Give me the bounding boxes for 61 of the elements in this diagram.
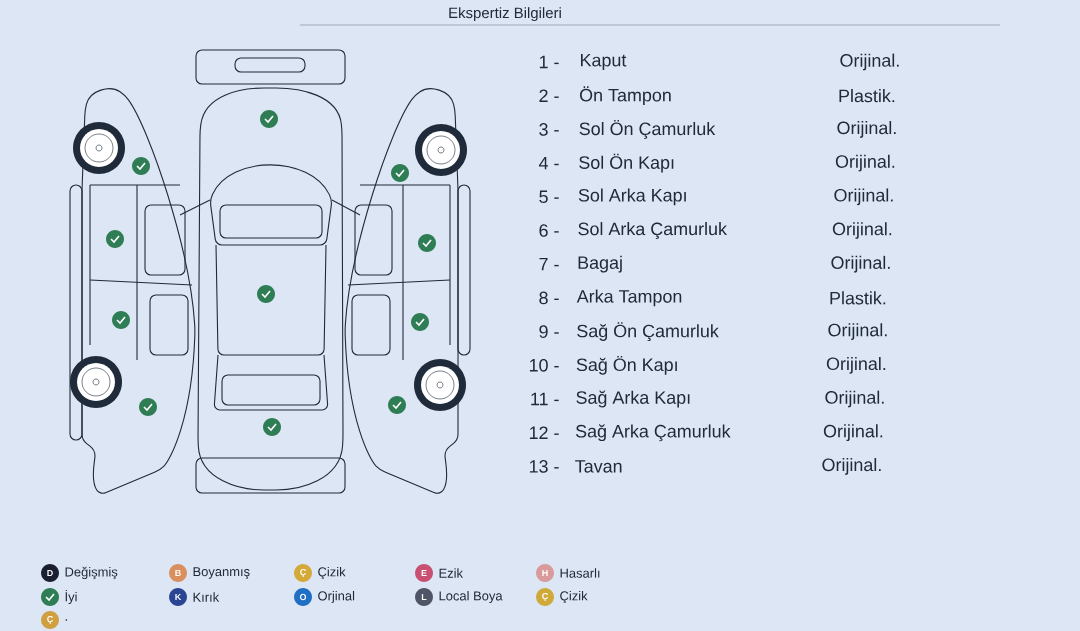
legend-badge: L [415,588,433,606]
legend-label: Çizik [318,566,346,580]
row-number: 10 - [529,358,559,372]
part-name: Kaput [581,53,627,70]
part-name: Ön Tampon [579,86,671,106]
legend-badge: K [169,588,187,606]
part-name: Sol Arka Kapı [578,188,686,206]
part-name: Sağ Ön Kapı [576,355,677,375]
legend-label: Kırık [193,592,220,602]
part-status: Orijinal. [837,121,896,138]
row-number: 7 - [539,258,559,271]
legend-label: Local Boya [439,590,503,604]
row-number: 9 - [539,325,559,338]
legend-label: İyi [65,590,77,604]
part-status: Orijinal. [822,458,881,475]
legend-label: Boyanmış [193,567,250,579]
legend-label: Ezik [439,568,463,578]
legend-badge: E [415,564,433,582]
legend-label: Çizik [560,590,588,604]
legend-label: Değişmiş [65,566,118,580]
legend-label: . [65,619,67,621]
legend-badge: H [536,564,554,582]
legend-badge: Ç [536,588,554,606]
row-number: 13 - [529,460,559,473]
part-status: Orijinal. [828,323,887,340]
part-status: Plastik. [839,89,895,103]
part-status: Orijinal. [832,222,892,239]
part-status: Orijinal. [826,356,886,374]
page-title: Ekspertiz Bilgileri [449,7,561,22]
part-name: Arka Tampon [576,289,682,307]
part-status: Orijinal. [825,390,884,408]
part-name: Tavan [575,460,622,473]
part-name: Bagaj [578,255,622,273]
part-name: Sol Ön Kapı [579,153,674,173]
part-status: Plastik. [830,291,886,305]
row-number: 1 - [539,55,559,69]
part-name: Sol Arka Çamurluk [578,222,727,239]
part-name: Sağ Arka Kapı [576,390,690,408]
part-name: Sağ Arka Çamurluk [575,424,731,442]
row-number: 11 - [531,392,559,406]
part-name: Sağ Ön Çamurluk [577,322,719,341]
part-status: Orijinal. [834,188,893,206]
row-number: 3 - [539,123,559,136]
legend-badge: Ç [294,564,312,582]
part-status: Orijinal. [840,53,899,71]
part-name: Sol Ön Çamurluk [579,120,716,139]
legend-badge: Ç [41,611,59,629]
row-number: 2 - [539,89,559,102]
legend-badge: O [294,588,312,606]
part-status: Orijinal. [831,255,890,273]
row-number: 8 - [539,291,559,305]
row-number: 4 - [538,156,559,170]
legend-badge: B [169,564,187,582]
row-number: 12 - [529,426,559,439]
legend-badge: D [41,564,59,582]
row-number: 5 - [539,190,559,204]
legend-label: Hasarlı [560,568,600,578]
part-status: Orijinal. [823,424,883,442]
part-status: Orijinal. [835,154,895,172]
legend-label: Orjinal [318,590,355,604]
row-number: 6 - [539,224,559,237]
